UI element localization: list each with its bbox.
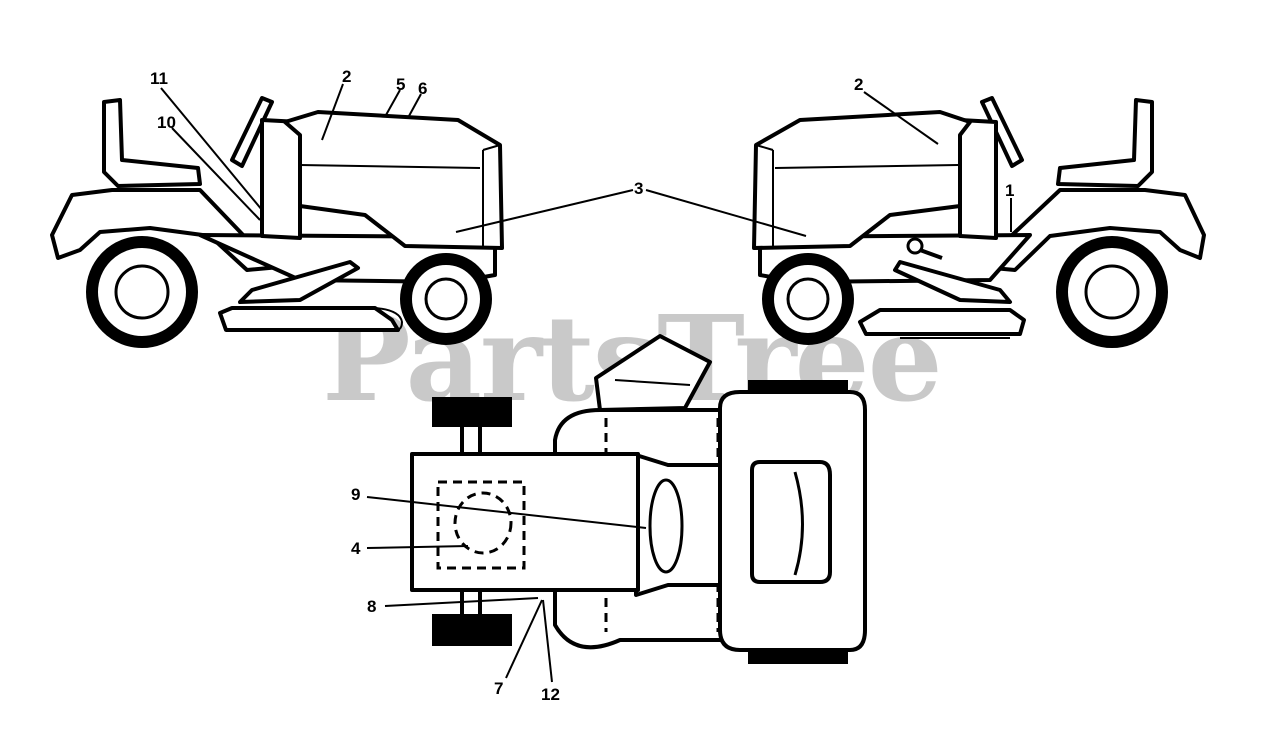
- callout-7: 7: [494, 679, 503, 698]
- callout-6: 6: [418, 79, 427, 98]
- callout-2-right: 2: [854, 75, 863, 94]
- callout-9: 9: [351, 485, 360, 504]
- callout-8: 8: [367, 597, 376, 616]
- front-wheel-bottom: [432, 614, 512, 646]
- callout-3: 3: [634, 179, 643, 198]
- leader-lines: [160, 83, 1012, 683]
- hood-left: [283, 110, 504, 250]
- hood-right: [752, 110, 972, 250]
- tractor-right-side-view: [752, 96, 1206, 348]
- mower-deck-right: [858, 308, 1026, 336]
- tractor-top-view: [410, 334, 867, 664]
- discharge-chute: [594, 334, 712, 412]
- seat-left: [102, 98, 202, 188]
- callout-10: 10: [157, 113, 176, 132]
- seat-top: [750, 460, 832, 584]
- callout-12: 12: [541, 685, 560, 704]
- callout-5: 5: [396, 75, 405, 94]
- tractor-left-side-view: [50, 96, 504, 348]
- callout-11: 11: [150, 69, 168, 88]
- rear-wheel-bottom: [748, 650, 848, 664]
- callout-4: 4: [351, 539, 361, 558]
- callout-2-left: 2: [342, 67, 351, 86]
- front-wheel-top: [432, 397, 512, 427]
- callout-1: 1: [1005, 181, 1014, 200]
- callout-labels: 11 10 2 5 6 3 2 1 9 4 8 7 12: [150, 67, 1014, 704]
- mower-deck-left: [218, 306, 400, 332]
- seat-right: [1056, 98, 1154, 188]
